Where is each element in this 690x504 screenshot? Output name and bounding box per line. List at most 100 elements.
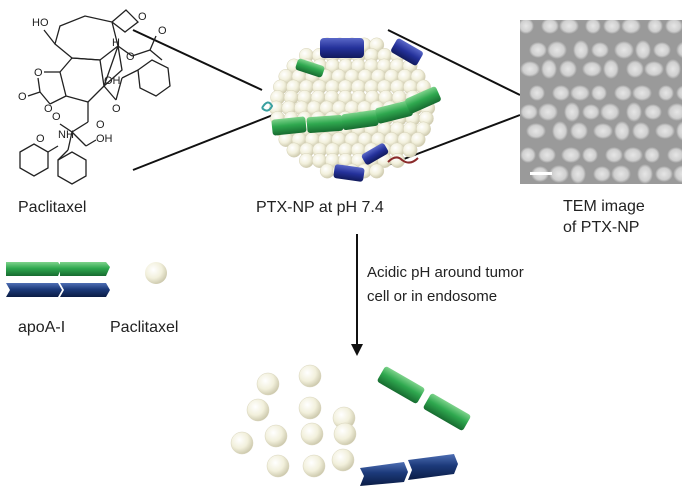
paclitaxel-bead — [298, 364, 322, 388]
tem-particle — [570, 85, 590, 101]
tem-particle — [549, 165, 569, 183]
np-bead — [410, 132, 426, 147]
tem-particle — [667, 103, 682, 121]
paclitaxel-bead — [230, 431, 254, 455]
label-tem-line2: of PTX-NP — [563, 219, 640, 236]
tem-particle — [644, 104, 662, 120]
tem-particle — [593, 166, 611, 182]
tem-particle — [582, 104, 600, 120]
tem-particle — [582, 61, 602, 77]
atom-label: O — [126, 51, 135, 63]
atom-label: O — [44, 103, 53, 115]
tem-particle — [520, 147, 536, 163]
tem-particle — [538, 147, 556, 163]
tem-particle — [564, 102, 580, 122]
tem-particle — [644, 147, 660, 163]
connector-line — [132, 112, 279, 171]
paclitaxel-bead — [302, 454, 326, 478]
tem-particle — [623, 147, 643, 163]
tem-particle — [667, 147, 682, 163]
tem-particle — [585, 20, 601, 34]
tem-particle — [573, 40, 589, 60]
np-bead — [369, 163, 385, 179]
tem-particle — [647, 20, 663, 34]
atom-label: HO — [32, 17, 49, 29]
tem-particle — [653, 42, 671, 58]
tem-particle — [673, 165, 682, 183]
tem-particle — [655, 166, 673, 182]
tem-particle — [658, 85, 674, 101]
tem-particle — [547, 41, 567, 59]
tem-particle — [593, 123, 613, 139]
tem-particle — [552, 121, 568, 141]
tem-particle — [600, 103, 620, 121]
tem-particle — [626, 60, 644, 78]
tem-image — [520, 20, 682, 184]
tem-particle — [676, 41, 682, 59]
tem-particle — [626, 102, 642, 122]
tem-scale-bar — [530, 172, 552, 175]
tem-particle — [541, 20, 559, 34]
tem-particle — [676, 121, 682, 141]
tem-particle — [676, 85, 682, 101]
legend-apoa1-label: apoA-I — [18, 319, 66, 336]
tem-particle — [591, 42, 609, 58]
connector-line — [387, 29, 521, 96]
tem-particle — [605, 147, 623, 163]
tem-particle — [632, 122, 650, 140]
atom-label: OH — [104, 75, 121, 87]
paclitaxel-bead — [266, 454, 290, 478]
tem-particle — [520, 104, 538, 120]
paclitaxel-bead — [256, 372, 280, 396]
tem-particle — [570, 122, 588, 140]
tem-particle — [614, 41, 634, 59]
legend-paclitaxel-label: Paclitaxel — [110, 319, 179, 336]
nanoparticle-bands — [261, 38, 441, 182]
tem-particle — [520, 20, 534, 34]
paclitaxel-bead — [246, 398, 270, 422]
atom-label: O — [138, 11, 147, 23]
atom-label: O — [96, 119, 105, 131]
atom-label: O — [36, 133, 45, 145]
tem-particle — [526, 123, 546, 139]
atom-label: O — [112, 103, 121, 115]
tem-particle — [541, 59, 557, 79]
tem-particle — [561, 147, 581, 163]
tem-particle — [611, 165, 631, 183]
np-bead — [298, 153, 314, 168]
atom-label: O — [52, 111, 61, 123]
condition-line1: Acidic pH around tumor — [367, 264, 524, 281]
tem-particle — [635, 40, 651, 60]
atom-label: O — [18, 91, 27, 103]
apoa1-blue-belt — [320, 38, 423, 182]
tem-particle — [538, 103, 558, 121]
legend-apoa1-icon — [6, 262, 110, 297]
tem-particle — [621, 20, 641, 34]
tem-particle — [582, 147, 598, 163]
tem-particle — [632, 85, 652, 101]
paclitaxel-bead — [264, 424, 288, 448]
tem-particle — [591, 85, 607, 101]
paclitaxel-bead — [300, 422, 324, 446]
tem-particle — [552, 85, 570, 101]
tem-particle — [665, 59, 681, 79]
tem-particle — [559, 20, 579, 34]
paclitaxel-bead — [331, 448, 355, 472]
atom-label: H — [112, 37, 120, 49]
tem-particle — [559, 60, 577, 78]
atom-label: O — [158, 25, 167, 37]
tem-particle — [570, 164, 586, 184]
tem-particle — [529, 42, 547, 58]
atom-label: NH — [58, 129, 74, 141]
ribbon-accent — [387, 156, 419, 164]
tem-particle — [603, 20, 621, 34]
label-tem-line1: TEM image — [563, 198, 645, 215]
tem-particle — [644, 61, 664, 77]
released-paclitaxel — [230, 364, 357, 478]
ribbon-accent — [261, 101, 274, 112]
tem-particle — [603, 59, 619, 79]
legend-paclitaxel-bead — [145, 262, 167, 284]
label-paclitaxel-structure: Paclitaxel — [18, 199, 87, 216]
